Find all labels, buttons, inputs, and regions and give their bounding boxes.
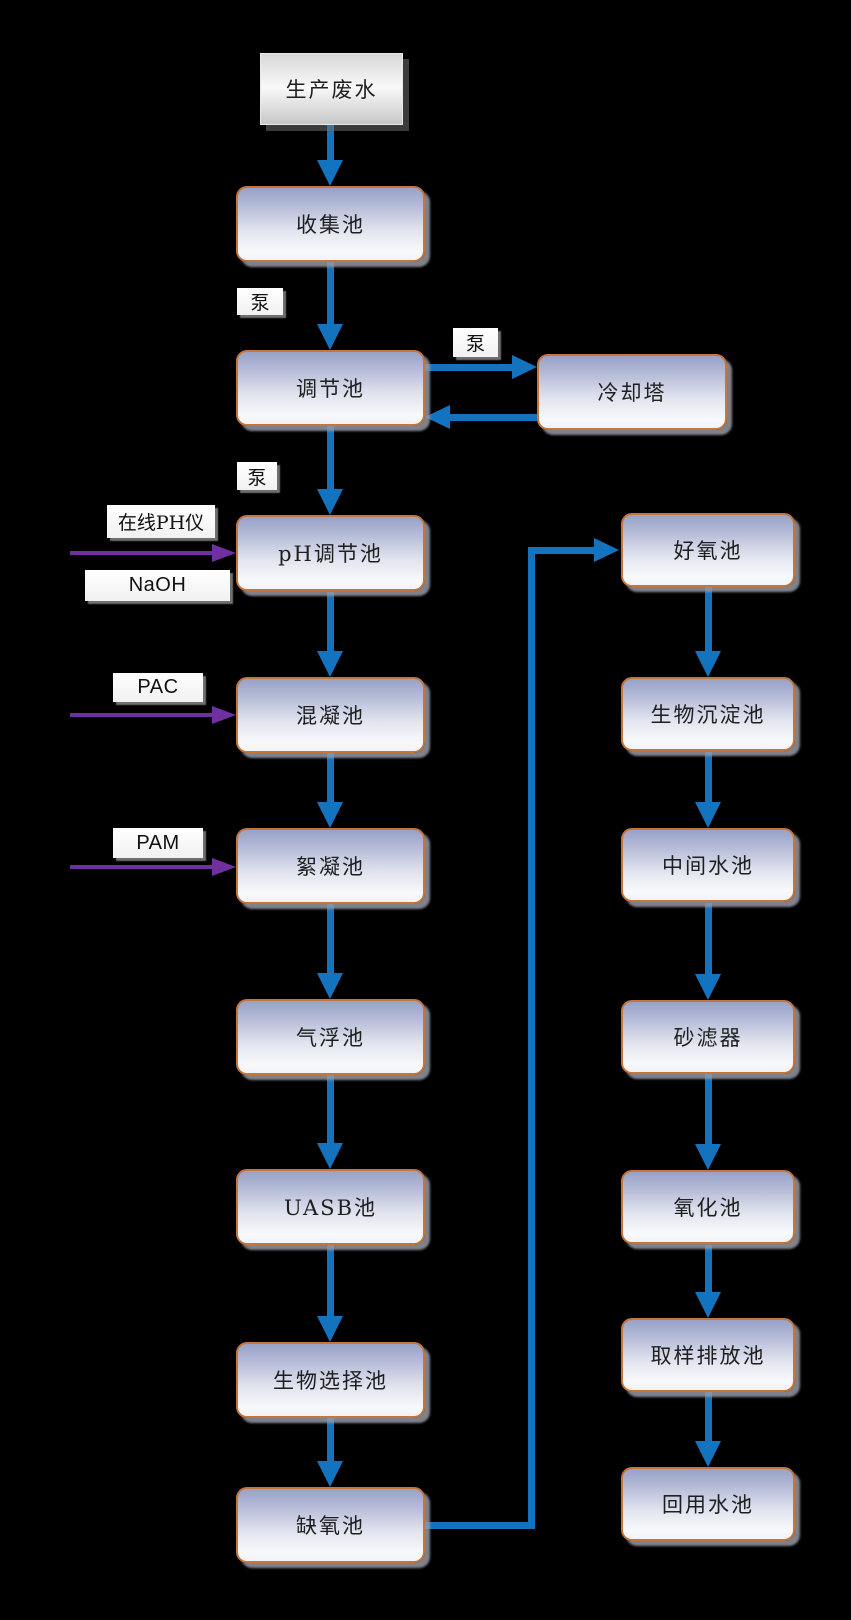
- node-sand-filter: 砂滤器: [621, 1000, 795, 1074]
- node-coagulation-tank: 混凝池: [236, 677, 425, 753]
- node-anoxic-tank: 缺氧池: [236, 1487, 425, 1563]
- arrow-stem: [326, 1244, 334, 1316]
- node-air-flotation-tank: 气浮池: [236, 999, 425, 1075]
- node-flocculation-tank: 絮凝池: [236, 828, 425, 904]
- arrow-stem: [704, 1245, 712, 1292]
- arrow-collection-to-regulating: [317, 262, 343, 350]
- arrow-head-down-icon: [695, 802, 721, 828]
- node-production-wastewater: 生产废水: [260, 53, 403, 125]
- pam-label: PAM: [113, 828, 203, 858]
- arrow-head-down-icon: [695, 1292, 721, 1318]
- arrow-biosed-to-intermediate: [695, 752, 721, 828]
- node-reuse-water-tank: 回用水池: [621, 1467, 795, 1541]
- arrow-aerobic-to-biosed: [695, 587, 721, 677]
- arrow-head-down-icon: [695, 651, 721, 677]
- arrow-stem: [704, 903, 712, 974]
- arrow-stem: [326, 592, 334, 651]
- pump-label-3: 泵: [237, 462, 277, 490]
- arrow-head-right-icon: [212, 706, 236, 724]
- node-intermediate-tank: 中间水池: [621, 828, 795, 902]
- arrow-stem: [326, 903, 334, 973]
- arrow-head-right-icon: [594, 538, 619, 562]
- arrow-stem: [326, 262, 334, 324]
- node-regulating-tank: 调节池: [236, 350, 425, 426]
- arrow-regulating-to-cooling: [425, 355, 537, 379]
- arrow-head-down-icon: [317, 1461, 343, 1487]
- dosing-arrow-pam-to-flocculation: [70, 858, 236, 876]
- arrow-bioselector-to-anoxic: [317, 1416, 343, 1487]
- arrow-stem: [450, 413, 537, 421]
- arrow-intermediate-to-sandfilter: [695, 903, 721, 1000]
- arrow-head-down-icon: [317, 973, 343, 999]
- pac-label: PAC: [113, 673, 203, 702]
- arrow-head-left-icon: [425, 405, 450, 429]
- arrow-stem: [326, 752, 334, 802]
- arrow-stem: [326, 125, 334, 160]
- node-aerobic-tank: 好氧池: [621, 513, 795, 587]
- dosing-arrow-naoh-to-ph-tank: [70, 544, 236, 562]
- arrow-head-down-icon: [317, 651, 343, 677]
- pump-label-1: 泵: [237, 288, 283, 315]
- arrow-stem: [326, 425, 334, 489]
- arrow-head-down-icon: [695, 1144, 721, 1170]
- arrow-stem: [425, 363, 512, 371]
- arrow-stem: [704, 1392, 712, 1441]
- naoh-label: NaOH: [85, 570, 230, 601]
- arrow-stem: [326, 1074, 334, 1143]
- arrow-sampling-to-reuse: [695, 1392, 721, 1467]
- arrow-head-down-icon: [695, 974, 721, 1000]
- arrow-coagulation-to-flocculation: [317, 752, 343, 828]
- arrow-uasb-to-bioselector: [317, 1244, 343, 1342]
- arrow-head-down-icon: [317, 489, 343, 515]
- node-cooling-tower: 冷却塔: [537, 354, 727, 430]
- anoxic-to-aerobic-connector-bottom: [425, 1522, 535, 1529]
- arrow-flocculation-to-flotation: [317, 903, 343, 999]
- arrow-head-right-icon: [212, 544, 236, 562]
- arrow-stem: [70, 865, 212, 869]
- arrow-stem: [70, 551, 212, 555]
- arrow-stem: [704, 752, 712, 802]
- arrow-stem: [704, 587, 712, 651]
- node-uasb-tank: UASB池: [236, 1169, 425, 1245]
- anoxic-to-aerobic-connector-vertical: [528, 547, 535, 1529]
- online-ph-meter-label: 在线PH仪: [107, 505, 215, 538]
- node-oxidation-tank: 氧化池: [621, 1170, 795, 1244]
- node-sampling-discharge-tank: 取样排放池: [621, 1318, 795, 1392]
- arrow-head-down-icon: [317, 160, 343, 186]
- arrow-head-down-icon: [317, 1316, 343, 1342]
- arrow-head-down-icon: [695, 1441, 721, 1467]
- arrow-head-right-icon: [512, 355, 537, 379]
- arrow-sandfilter-to-oxidation: [695, 1073, 721, 1170]
- arrow-ph-to-coagulation: [317, 592, 343, 677]
- node-bio-selector-tank: 生物选择池: [236, 1342, 425, 1418]
- arrow-head-right-icon: [212, 858, 236, 876]
- node-bio-sedimentation-tank: 生物沉淀池: [621, 677, 795, 751]
- arrow-regulating-to-ph: [317, 425, 343, 515]
- arrow-stem: [70, 713, 212, 717]
- node-collection-tank: 收集池: [236, 186, 425, 262]
- arrow-oxidation-to-sampling: [695, 1245, 721, 1318]
- arrow-head-down-icon: [317, 324, 343, 350]
- arrow-stem: [704, 1073, 712, 1144]
- arrow-head-down-icon: [317, 802, 343, 828]
- pump-label-2: 泵: [453, 328, 498, 357]
- arrow-flotation-to-uasb: [317, 1074, 343, 1169]
- arrow-source-to-collection: [317, 125, 343, 186]
- arrow-stem: [326, 1416, 334, 1461]
- arrow-cooling-to-regulating: [425, 405, 537, 429]
- arrow-head-down-icon: [317, 1143, 343, 1169]
- anoxic-to-aerobic-connector-top: [528, 547, 594, 554]
- node-ph-adjust-tank: pH调节池: [236, 515, 425, 591]
- dosing-arrow-pac-to-coagulation: [70, 706, 236, 724]
